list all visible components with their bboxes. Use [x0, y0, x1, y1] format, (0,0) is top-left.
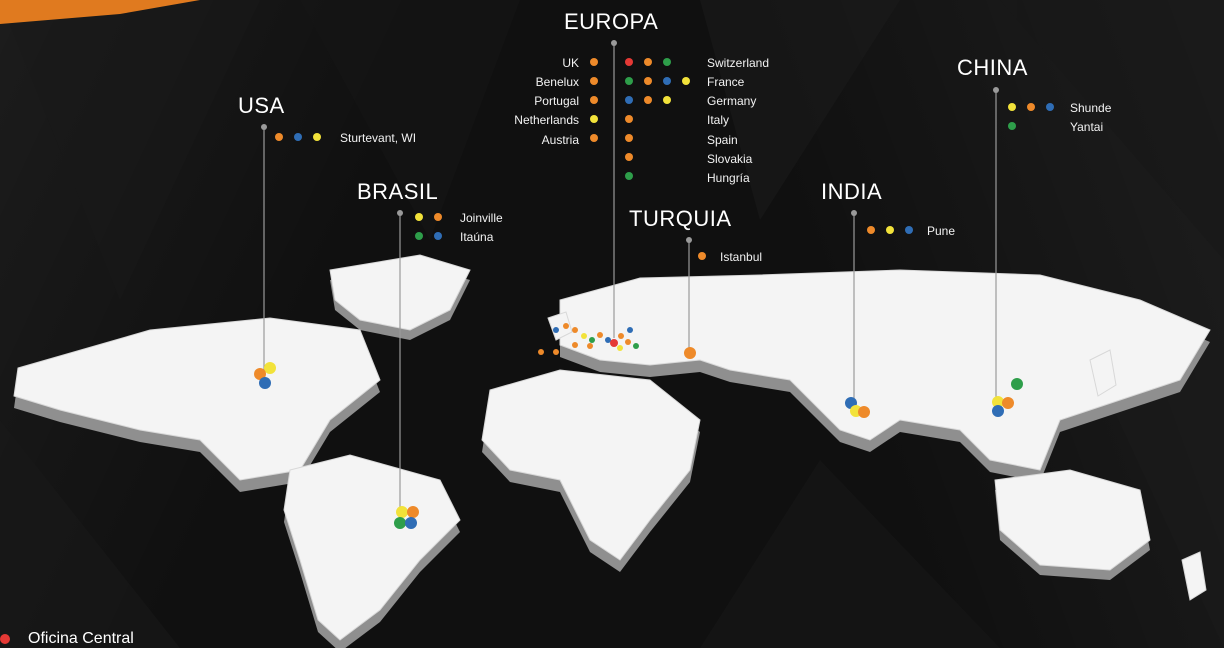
site-dot-china-0-1 — [1027, 103, 1035, 111]
corner-accent — [0, 0, 200, 24]
site-dot-brasil-0-1 — [434, 213, 442, 221]
site-dot-usa-0-1 — [294, 133, 302, 141]
site-label-china-0: Shunde — [1070, 101, 1112, 115]
site-dot-europa-right-3-0 — [625, 115, 633, 123]
continents — [13, 254, 1211, 648]
site-dot-europa-right-2-0 — [625, 96, 633, 104]
new-zealand — [1181, 551, 1207, 601]
region-title-china: CHINA — [957, 55, 1028, 80]
site-label-turquia-0: Istanbul — [720, 250, 763, 264]
legend: Oficina Central — [0, 630, 134, 648]
site-label-europa-right-0: Switzerland — [707, 56, 770, 70]
site-dot-brasil-1-0 — [415, 232, 423, 240]
site-dot-europa-left-2-0 — [590, 96, 598, 104]
site-dot-europa-right-6-0 — [625, 172, 633, 180]
site-dot-europa-right-1-3 — [682, 77, 690, 85]
site-dot-europa-right-0-2 — [663, 58, 671, 66]
site-label-europa-right-4: Spain — [707, 133, 738, 147]
site-dot-europa-right-1-2 — [663, 77, 671, 85]
region-title-europa: EUROPA — [564, 9, 659, 34]
site-dot-europa-right-2-2 — [663, 96, 671, 104]
site-dot-india-0-0 — [867, 226, 875, 234]
africa — [481, 369, 701, 561]
site-label-europa-left-0: UK — [562, 56, 579, 70]
site-label-europa-right-2: Germany — [707, 94, 757, 108]
site-dot-europa-left-0-0 — [590, 58, 598, 66]
site-dot-brasil-1-1 — [434, 232, 442, 240]
region-title-india: INDIA — [821, 179, 883, 204]
site-label-europa-left-3: Netherlands — [514, 113, 579, 127]
region-title-usa: USA — [238, 93, 285, 118]
site-dot-europa-right-0-1 — [644, 58, 652, 66]
australia — [994, 469, 1151, 571]
site-dot-europa-left-1-0 — [590, 77, 598, 85]
site-dot-china-0-0 — [1008, 103, 1016, 111]
site-label-europa-right-1: France — [707, 75, 745, 89]
legend-dot-icon — [0, 634, 10, 644]
region-title-turquia: TURQUIA — [629, 206, 732, 231]
site-dot-europa-right-5-0 — [625, 153, 633, 161]
site-dot-europa-right-2-1 — [644, 96, 652, 104]
site-dot-usa-0-2 — [313, 133, 321, 141]
eurasia — [559, 269, 1211, 471]
region-title-brasil: BRASIL — [357, 179, 439, 204]
site-label-europa-left-2: Portugal — [534, 94, 579, 108]
site-dot-europa-right-4-0 — [625, 134, 633, 142]
uk-island — [547, 311, 573, 341]
site-label-europa-right-5: Slovakia — [707, 152, 753, 166]
site-label-india-0: Pune — [927, 224, 956, 238]
site-label-brasil-1: Itaúna — [460, 230, 494, 244]
site-dot-usa-0-0 — [275, 133, 283, 141]
site-dot-europa-right-1-1 — [644, 77, 652, 85]
site-label-china-1: Yantai — [1070, 120, 1104, 134]
site-dot-europa-left-3-0 — [590, 115, 598, 123]
south-america — [283, 454, 461, 641]
site-dot-europa-right-0-0 — [625, 58, 633, 66]
leader-lines — [263, 43, 997, 515]
site-label-europa-right-3: Italy — [707, 113, 730, 127]
site-label-europa-left-1: Benelux — [535, 75, 579, 89]
site-dot-brasil-0-0 — [415, 213, 423, 221]
site-label-usa-0: Sturtevant, WI — [340, 131, 417, 145]
site-label-europa-right-6: Hungría — [707, 171, 750, 185]
site-dot-china-0-2 — [1046, 103, 1054, 111]
site-dot-europa-right-1-0 — [625, 77, 633, 85]
site-dot-turquia-0-0 — [698, 252, 706, 260]
legend-label: Oficina Central — [28, 630, 134, 647]
site-dot-india-0-2 — [905, 226, 913, 234]
map-markers — [254, 323, 1023, 529]
site-label-brasil-0: Joinville — [460, 211, 503, 225]
site-dot-europa-left-4-0 — [590, 134, 598, 142]
site-dot-india-0-1 — [886, 226, 894, 234]
site-label-europa-left-4: Austria — [541, 133, 579, 147]
site-dot-china-1-0 — [1008, 122, 1016, 130]
japan — [1089, 349, 1117, 397]
